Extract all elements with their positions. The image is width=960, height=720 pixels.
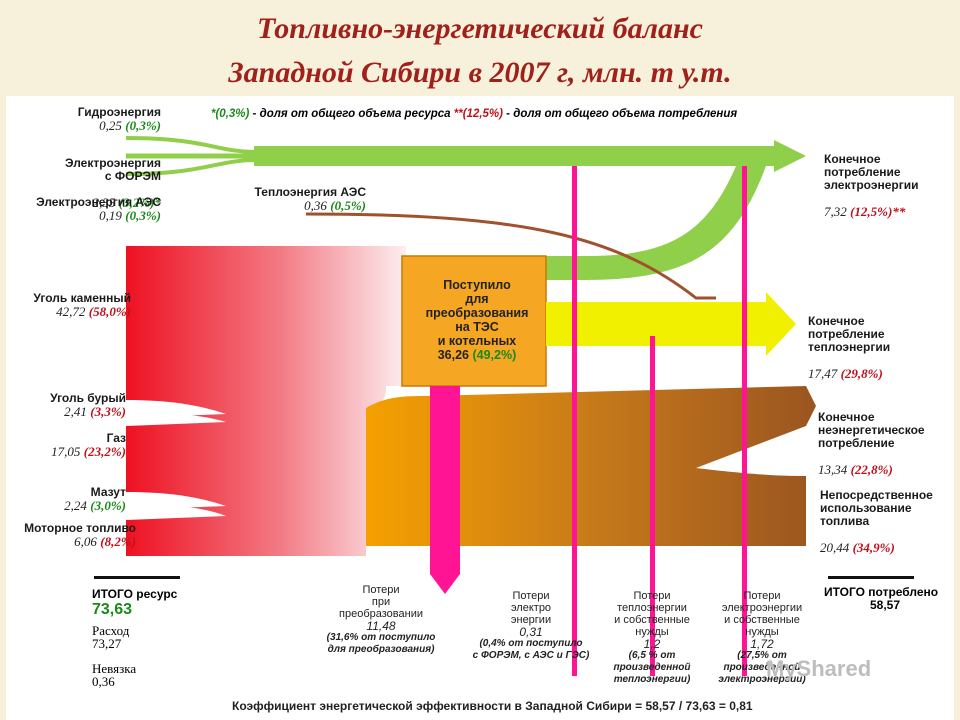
electric-own-loss-line (742, 166, 747, 676)
heat-output-arrow (546, 292, 796, 356)
hydro-flow (125, 136, 257, 154)
source-gas: Газ 17,05 (23,2%) (51, 431, 126, 459)
output-direct-fuel: Непосредственное использование топлива 2… (820, 488, 933, 555)
electric-loss-line (572, 166, 577, 676)
transform-box-label: Поступило для преобразования на ТЭС и ко… (425, 278, 529, 362)
imbalance: Невязка 0,36 (92, 661, 137, 689)
heat-loss-line (650, 336, 655, 676)
output-nonenergy: Конечное неэнергетическое потребление 13… (818, 410, 925, 477)
electric-output-arrow (774, 140, 806, 172)
legend-note: *(0,3%) - доля от общего объема ресурса … (211, 108, 738, 120)
expense: Расход 73,27 (92, 623, 130, 651)
loss-conversion: Потери при преобразовании 11,48 (31,6% о… (326, 584, 436, 655)
total-resource: ИТОГО ресурс 73,63 (92, 587, 178, 619)
source-motor-fuel: Моторное топливо 6,06 (8,2%) (24, 521, 136, 549)
loss-electric-own: Потери электроэнергии и собственные нужд… (718, 590, 806, 685)
source-mazut: Мазут 2,24 (3,0%) (64, 485, 126, 513)
total-resource-bar (94, 576, 180, 579)
source-forem: Электроэнергия с ФОРЭМ 2,35 (3,2%)* (64, 156, 161, 210)
heat-aes-label: Теплоэнергия АЭС 0,36 (0,5%) (254, 185, 366, 213)
watermark: MyShared (766, 656, 872, 681)
coal-block (126, 246, 406, 556)
title-line-2: Западной Сибири в 2007 г, млн. т у.т. (228, 56, 732, 89)
output-electric: Конечное потребление электроэнергии 7,32… (824, 152, 919, 219)
source-aes: Электроэнергия АЭС 0,19 (0,3%) (36, 195, 161, 223)
total-consumed: ИТОГО потреблено 58,57 (824, 585, 939, 612)
fuel-band (366, 386, 816, 546)
loss-heat: Потери теплоэнергии и собственные нужды … (613, 590, 691, 685)
electric-band (254, 146, 774, 166)
total-consumed-bar (828, 576, 914, 579)
output-heat: Конечное потребление теплоэнергии 17,47 … (808, 314, 891, 381)
loss-electric: Потери электро энергии 0,31 (0,4% от пос… (472, 590, 590, 661)
diagram-canvas: *(0,3%) - доля от общего объема ресурса … (6, 96, 954, 720)
aes-heat-flow (305, 212, 716, 300)
source-hydro: Гидроэнергия 0,25 (0,3%) (77, 105, 161, 133)
aes-electric-flow (125, 158, 257, 176)
sankey-diagram (94, 136, 914, 676)
title-line-1: Топливно-энергетический баланс (257, 12, 703, 45)
source-coal-hard: Уголь каменный 42,72 (58,0%) (33, 291, 131, 319)
tes-electric-flow (546, 166, 766, 280)
transform-box (401, 255, 547, 387)
conversion-loss-column (430, 386, 460, 594)
efficiency-coefficient: Коэффициент энергетической эффективности… (232, 699, 753, 713)
motor-notch (126, 504, 226, 520)
gas-notch (126, 412, 226, 426)
source-coal-brown: Уголь бурый 2,41 (3,3%) (50, 391, 126, 419)
